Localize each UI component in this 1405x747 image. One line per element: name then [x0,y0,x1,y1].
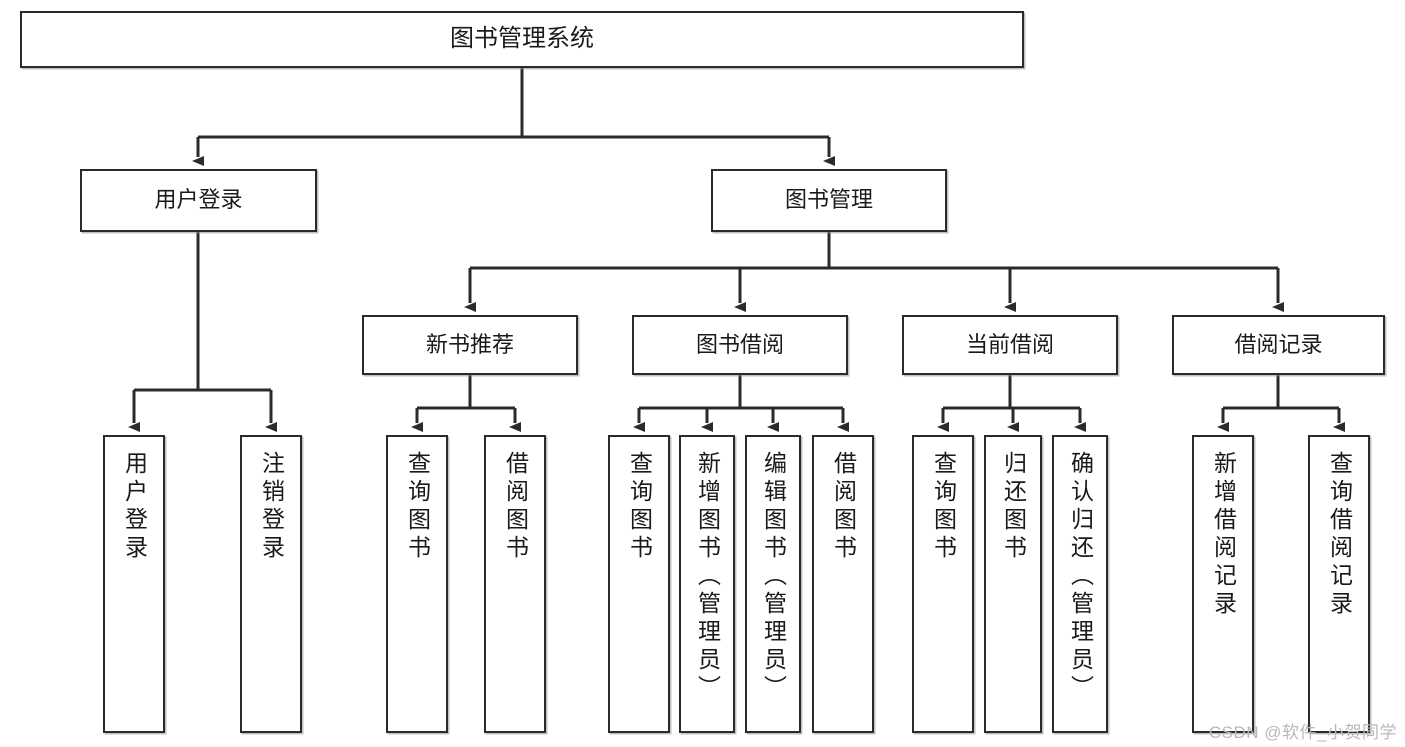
node-leaf-query-book-cur-label: 查询图书 [930,451,957,563]
node-leaf-add-book[interactable]: 新增图书（管理员） [679,435,735,733]
node-leaf-user-login[interactable]: 用户登录 [103,435,165,733]
node-leaf-query-record[interactable]: 查询借阅记录 [1308,435,1370,733]
node-new-book-recommend[interactable]: 新书推荐 [362,315,578,375]
node-leaf-return-book[interactable]: 归还图书 [984,435,1042,733]
node-leaf-confirm-return[interactable]: 确认归还（管理员） [1052,435,1108,733]
node-book-manage[interactable]: 图书管理 [711,169,947,232]
node-leaf-query-book-cur[interactable]: 查询图书 [912,435,974,733]
node-leaf-user-login-label: 用户登录 [121,451,148,563]
node-leaf-query-book-rec[interactable]: 查询图书 [386,435,448,733]
node-book-manage-label: 图书管理 [784,187,873,213]
node-new-book-recommend-label: 新书推荐 [425,331,514,357]
node-leaf-return-book-label: 归还图书 [1000,451,1027,563]
node-user-login-label: 用户登录 [154,187,243,213]
node-borrow-record-label: 借阅记录 [1234,331,1323,357]
node-book-borrow[interactable]: 图书借阅 [632,315,848,375]
node-leaf-add-book-label: 新增图书（管理员） [694,451,721,703]
node-leaf-edit-book[interactable]: 编辑图书（管理员） [745,435,801,733]
node-leaf-query-book-bor-label: 查询图书 [626,451,653,563]
node-leaf-query-book-bor[interactable]: 查询图书 [608,435,670,733]
node-leaf-user-logout[interactable]: 注销登录 [240,435,302,733]
node-user-login[interactable]: 用户登录 [80,169,317,232]
node-leaf-edit-book-label: 编辑图书（管理员） [760,451,787,703]
node-root[interactable]: 图书管理系统 [20,11,1024,68]
node-leaf-user-logout-label: 注销登录 [258,451,285,563]
node-leaf-query-book-rec-label: 查询图书 [404,451,431,563]
node-root-label: 图书管理系统 [450,25,594,53]
node-current-borrow[interactable]: 当前借阅 [902,315,1118,375]
node-leaf-query-record-label: 查询借阅记录 [1326,451,1353,619]
node-book-borrow-label: 图书借阅 [695,331,784,357]
node-borrow-record[interactable]: 借阅记录 [1172,315,1385,375]
node-leaf-borrow-book-bor[interactable]: 借阅图书 [812,435,874,733]
node-leaf-add-record-label: 新增借阅记录 [1210,451,1237,619]
node-leaf-borrow-book-rec-label: 借阅图书 [502,451,529,563]
node-current-borrow-label: 当前借阅 [965,331,1054,357]
node-leaf-borrow-book-bor-label: 借阅图书 [830,451,857,563]
node-leaf-confirm-return-label: 确认归还（管理员） [1067,451,1094,703]
node-leaf-borrow-book-rec[interactable]: 借阅图书 [484,435,546,733]
node-leaf-add-record[interactable]: 新增借阅记录 [1192,435,1254,733]
